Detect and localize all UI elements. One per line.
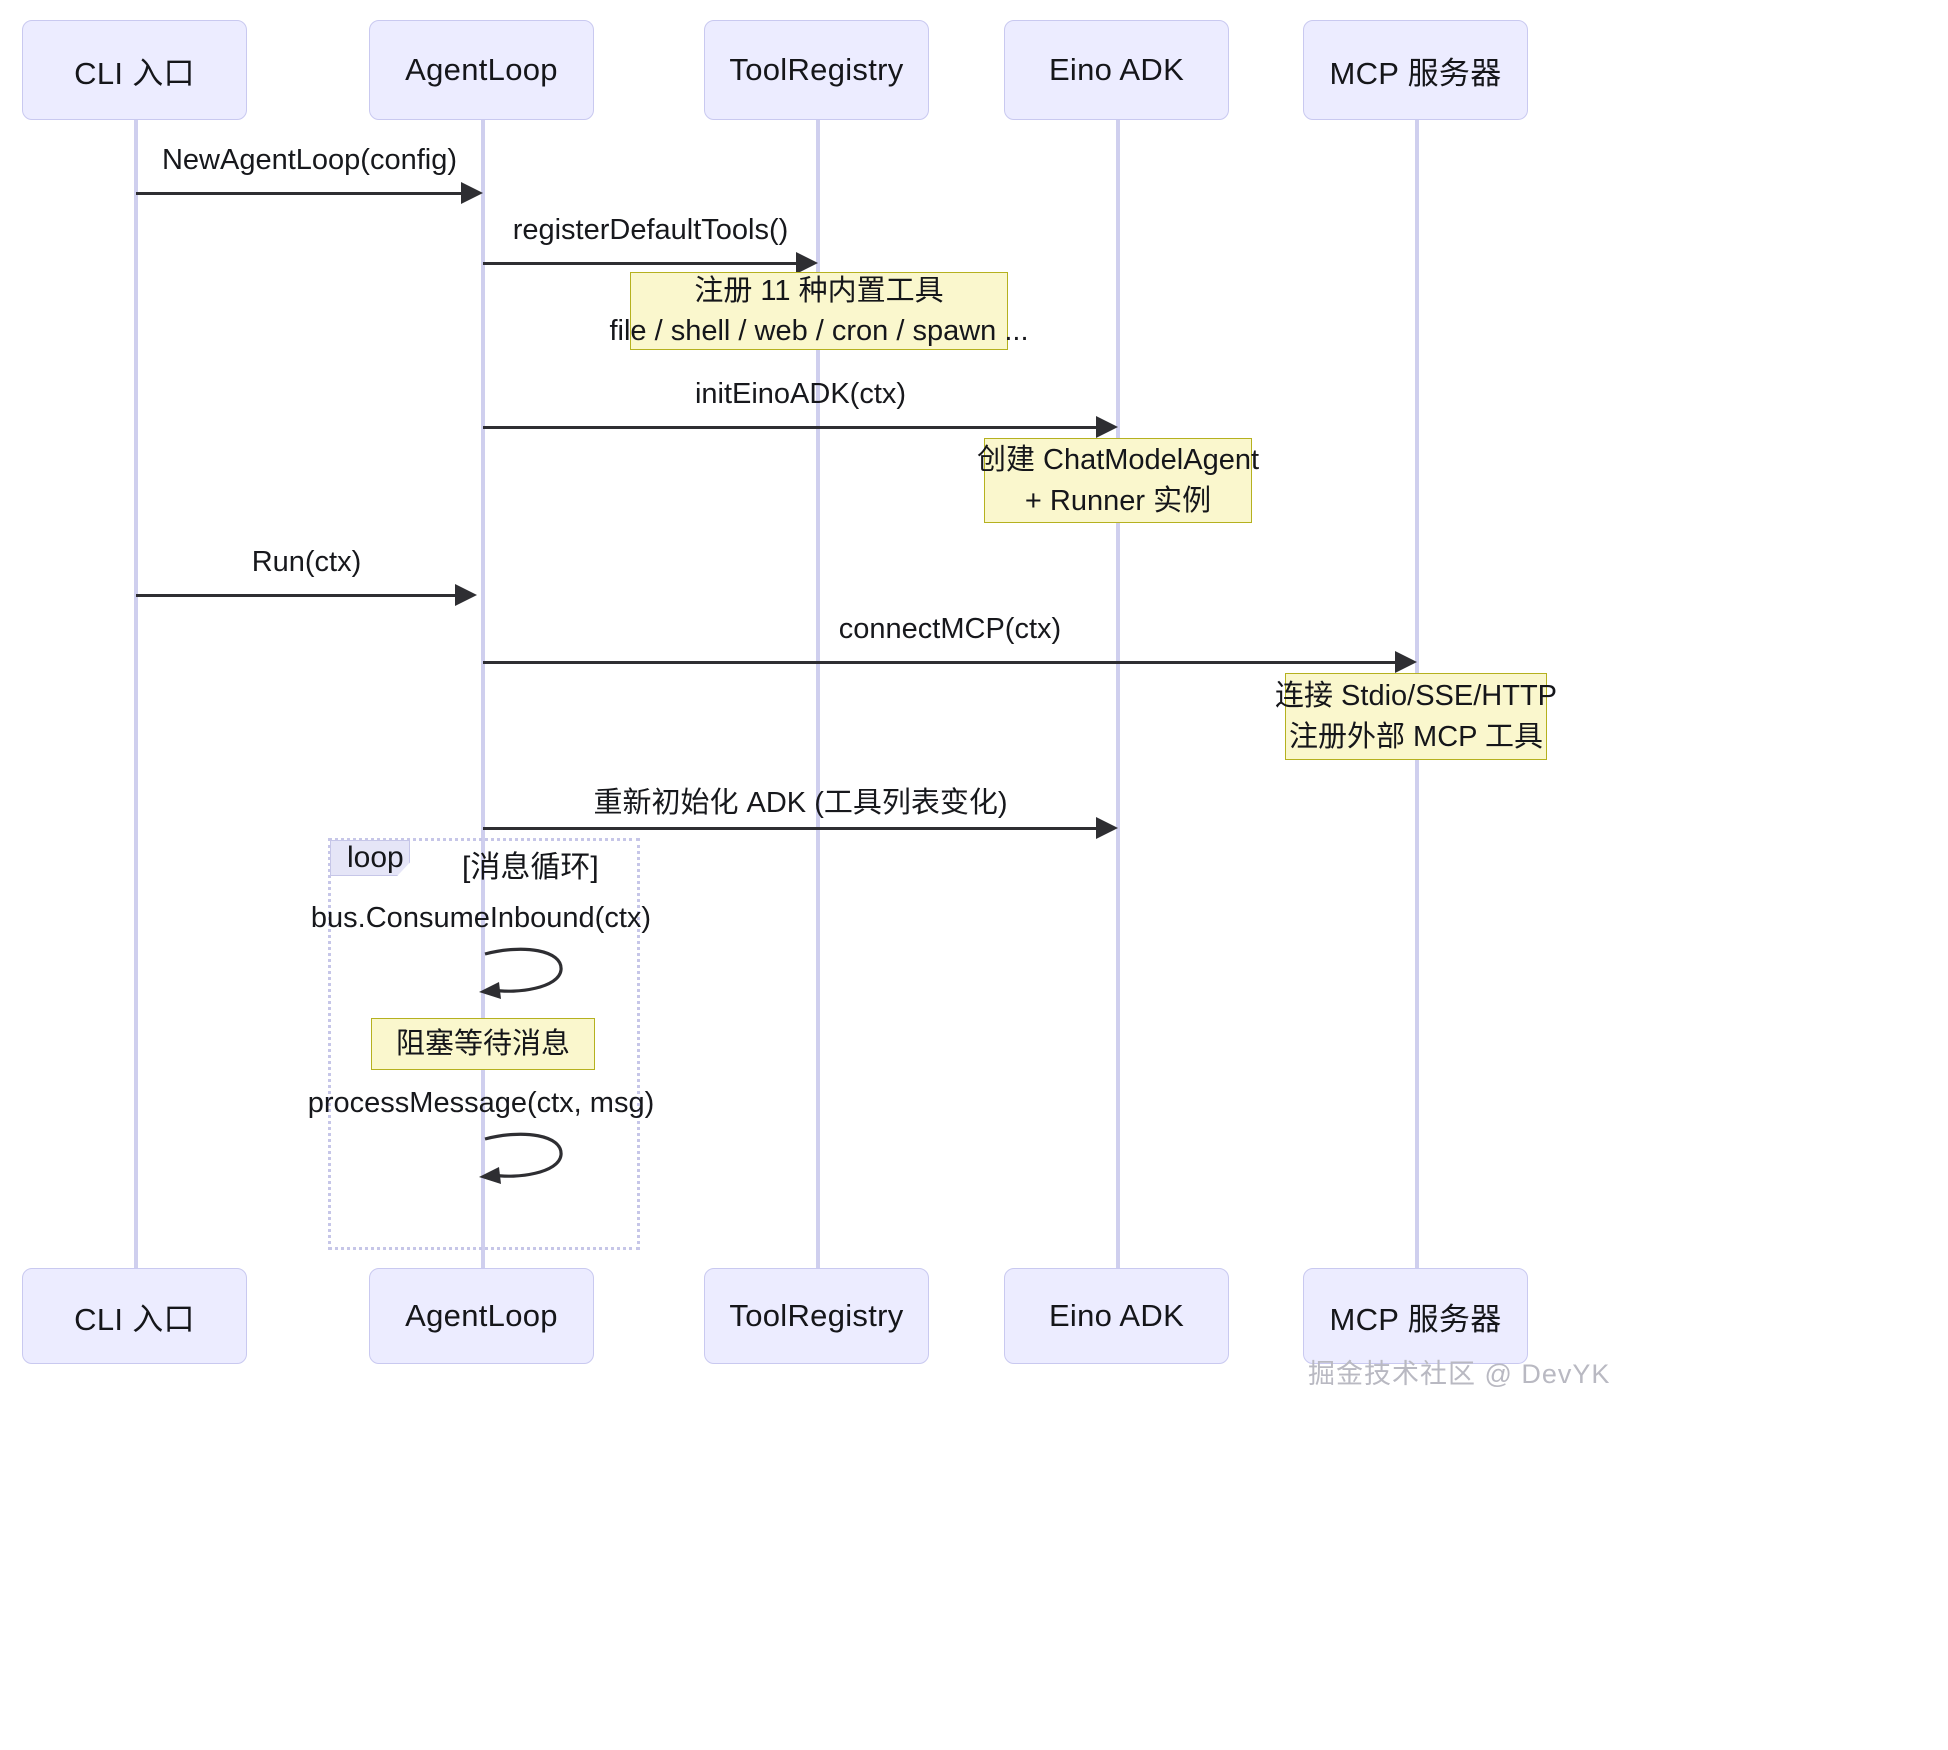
- fragment-loop-condition: [消息循环]: [462, 851, 599, 884]
- participant-top-toolregistry[interactable]: ToolRegistry: [704, 20, 929, 120]
- participant-bottom-mcp[interactable]: MCP 服务器: [1303, 1268, 1528, 1364]
- participant-top-agentloop[interactable]: AgentLoop: [369, 20, 594, 120]
- message-line: [483, 426, 1096, 429]
- watermark: 掘金技术社区 @ DevYK: [1308, 1359, 1611, 1389]
- lifeline-agentloop: [481, 118, 485, 1270]
- participant-top-mcp[interactable]: MCP 服务器: [1303, 20, 1528, 120]
- arrowhead-right-icon: [1096, 817, 1118, 839]
- note-line: file / shell / web / cron / spawn ...: [609, 315, 1029, 347]
- participant-label: CLI 入口: [74, 55, 195, 91]
- message-label: 重新初始化 ADK (工具列表变化): [593, 787, 1008, 819]
- participant-label: AgentLoop: [405, 1298, 558, 1333]
- participant-bottom-einoadk[interactable]: Eino ADK: [1004, 1268, 1229, 1364]
- message-line: [483, 827, 1096, 830]
- arrowhead-right-icon: [1395, 651, 1417, 673]
- message-label: Run(ctx): [251, 546, 362, 578]
- note-blocking-wait-message: 阻塞等待消息: [371, 1018, 595, 1070]
- participant-label: MCP 服务器: [1329, 55, 1502, 91]
- lifeline-cli: [134, 118, 138, 1270]
- participant-label: MCP 服务器: [1329, 1301, 1502, 1337]
- message-label: initEinoADK(ctx): [694, 378, 907, 410]
- participant-label: AgentLoop: [405, 52, 558, 87]
- message-line: [136, 192, 461, 195]
- self-message-consume-inbound: bus.ConsumeInbound(ctx): [311, 902, 651, 1008]
- participant-top-einoadk[interactable]: Eino ADK: [1004, 20, 1229, 120]
- participant-label: Eino ADK: [1048, 52, 1185, 87]
- note-register-builtin-tools: 注册 11 种内置工具 file / shell / web / cron / …: [609, 272, 1029, 350]
- message-label: connectMCP(ctx): [838, 613, 1062, 645]
- fragment-loop-tab: loop: [330, 840, 410, 876]
- message-line: [483, 262, 796, 265]
- message-line: [136, 594, 455, 597]
- message-label: registerDefaultTools(): [512, 214, 789, 246]
- lifeline-einoadk: [1116, 118, 1120, 1270]
- participant-label: CLI 入口: [74, 1301, 195, 1337]
- participant-label: ToolRegistry: [729, 1298, 904, 1333]
- self-message-process-message: processMessage(ctx, msg): [308, 1087, 654, 1193]
- message-label: NewAgentLoop(config): [161, 144, 457, 176]
- participant-label: ToolRegistry: [729, 52, 904, 87]
- note-line: 创建 ChatModelAgent: [976, 444, 1260, 477]
- self-loop-arrow-icon: [479, 1132, 563, 1184]
- note-connect-stdio-sse-http: 连接 Stdio/SSE/HTTP 注册外部 MCP 工具: [1275, 673, 1557, 760]
- note-line: 注册外部 MCP 工具: [1288, 720, 1544, 753]
- arrowhead-right-icon: [796, 252, 818, 274]
- message-line: [483, 661, 1395, 664]
- note-line: + Runner 实例: [1024, 484, 1212, 517]
- note-create-chatmodelagent: 创建 ChatModelAgent + Runner 实例: [977, 438, 1259, 523]
- note-line: 连接 Stdio/SSE/HTTP: [1275, 680, 1558, 713]
- arrowhead-right-icon: [461, 182, 483, 204]
- lifeline-toolregistry: [816, 118, 820, 1270]
- self-message-label: bus.ConsumeInbound(ctx): [310, 902, 652, 934]
- participant-top-cli[interactable]: CLI 入口: [22, 20, 247, 120]
- fragment-kind-label: loop: [347, 841, 404, 874]
- note-line: 阻塞等待消息: [395, 1028, 570, 1060]
- participant-bottom-toolregistry[interactable]: ToolRegistry: [704, 1268, 929, 1364]
- participant-bottom-agentloop[interactable]: AgentLoop: [369, 1268, 594, 1364]
- fragment-loop-message-cycle: [328, 838, 640, 1250]
- arrowhead-right-icon: [1096, 416, 1118, 438]
- participant-label: Eino ADK: [1048, 1298, 1185, 1333]
- self-message-label: processMessage(ctx, msg): [307, 1087, 655, 1119]
- self-loop-arrow-icon: [479, 947, 563, 999]
- arrowhead-right-icon: [455, 584, 477, 606]
- participant-bottom-cli[interactable]: CLI 入口: [22, 1268, 247, 1364]
- note-line: 注册 11 种内置工具: [694, 274, 944, 307]
